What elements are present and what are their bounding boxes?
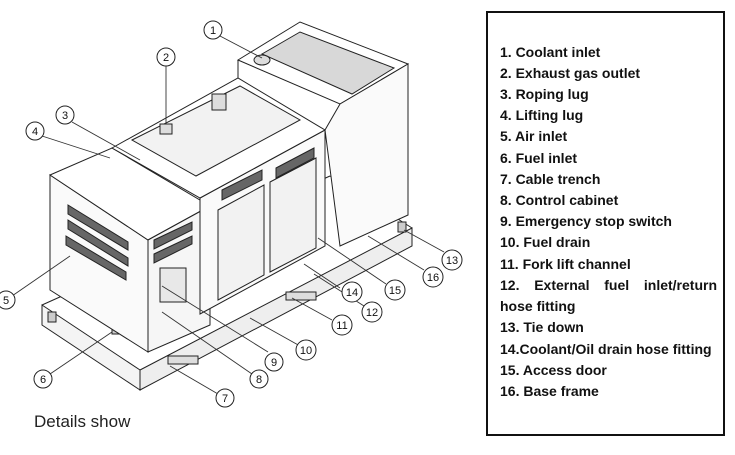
callout-5: 5 (0, 290, 16, 310)
svg-text:7: 7 (222, 393, 228, 405)
legend-item-12: 12. External fuel inlet/return hose fitt… (500, 277, 717, 314)
svg-text:10: 10 (300, 345, 312, 357)
callout-1: 1 (203, 20, 223, 40)
legend-item-11: 11. Fork lift channel (500, 256, 631, 272)
svg-text:3: 3 (62, 110, 68, 122)
svg-text:15: 15 (389, 285, 401, 297)
legend-item-15: 15. Access door (500, 362, 607, 378)
svg-text:1: 1 (210, 25, 216, 37)
svg-text:6: 6 (40, 374, 46, 386)
callout-3: 3 (55, 105, 75, 125)
callout-2: 2 (156, 47, 176, 67)
legend-item-14: 14.Coolant/Oil drain hose fitting (500, 341, 712, 357)
legend-item-5: 5. Air inlet (500, 128, 568, 144)
svg-text:12: 12 (366, 307, 378, 319)
legend-item-4: 4. Lifting lug (500, 107, 584, 123)
radiator-end (236, 21, 410, 247)
callout-15: 15 (384, 279, 406, 301)
svg-text:2: 2 (163, 52, 169, 64)
callout-14: 14 (341, 281, 363, 303)
legend-item-16: 16. Base frame (500, 383, 599, 399)
callout-10: 10 (295, 339, 317, 361)
svg-text:11: 11 (336, 320, 347, 332)
svg-text:5: 5 (3, 295, 9, 307)
callout-13: 13 (441, 249, 463, 271)
legend-item-1: 1. Coolant inlet (500, 44, 601, 60)
callout-12: 12 (361, 301, 383, 323)
front-housing (48, 147, 212, 353)
callout-8: 8 (249, 369, 269, 389)
callout-6: 6 (33, 369, 53, 389)
legend-item-6: 6. Fuel inlet (500, 150, 578, 166)
legend-item-13: 13. Tie down (500, 319, 584, 335)
svg-text:8: 8 (256, 374, 262, 386)
callout-4: 4 (25, 121, 45, 141)
legend-item-7: 7. Cable trench (500, 171, 601, 187)
legend-box: 1. Coolant inlet 2. Exhaust gas outlet 3… (486, 11, 725, 436)
legend-item-8: 8. Control cabinet (500, 192, 619, 208)
generator-diagram: 1 2 3 4 5 6 7 8 9 10 11 12 13 14 15 16 (0, 20, 463, 408)
callout-9: 9 (264, 352, 284, 372)
callout-16: 16 (422, 266, 444, 288)
legend-item-3: 3. Roping lug (500, 86, 589, 102)
callout-11: 11 (331, 314, 353, 336)
svg-text:4: 4 (32, 126, 38, 138)
caption: Details show (34, 412, 131, 431)
legend-item-10: 10. Fuel drain (500, 234, 591, 250)
svg-text:14: 14 (346, 287, 358, 299)
main-enclosure (110, 77, 327, 315)
svg-text:13: 13 (446, 255, 458, 267)
svg-text:16: 16 (427, 272, 439, 284)
callout-7: 7 (215, 388, 235, 408)
legend-item-2: 2. Exhaust gas outlet (500, 65, 641, 81)
legend-item-9: 9. Emergency stop switch (500, 213, 672, 229)
svg-text:9: 9 (271, 357, 277, 369)
